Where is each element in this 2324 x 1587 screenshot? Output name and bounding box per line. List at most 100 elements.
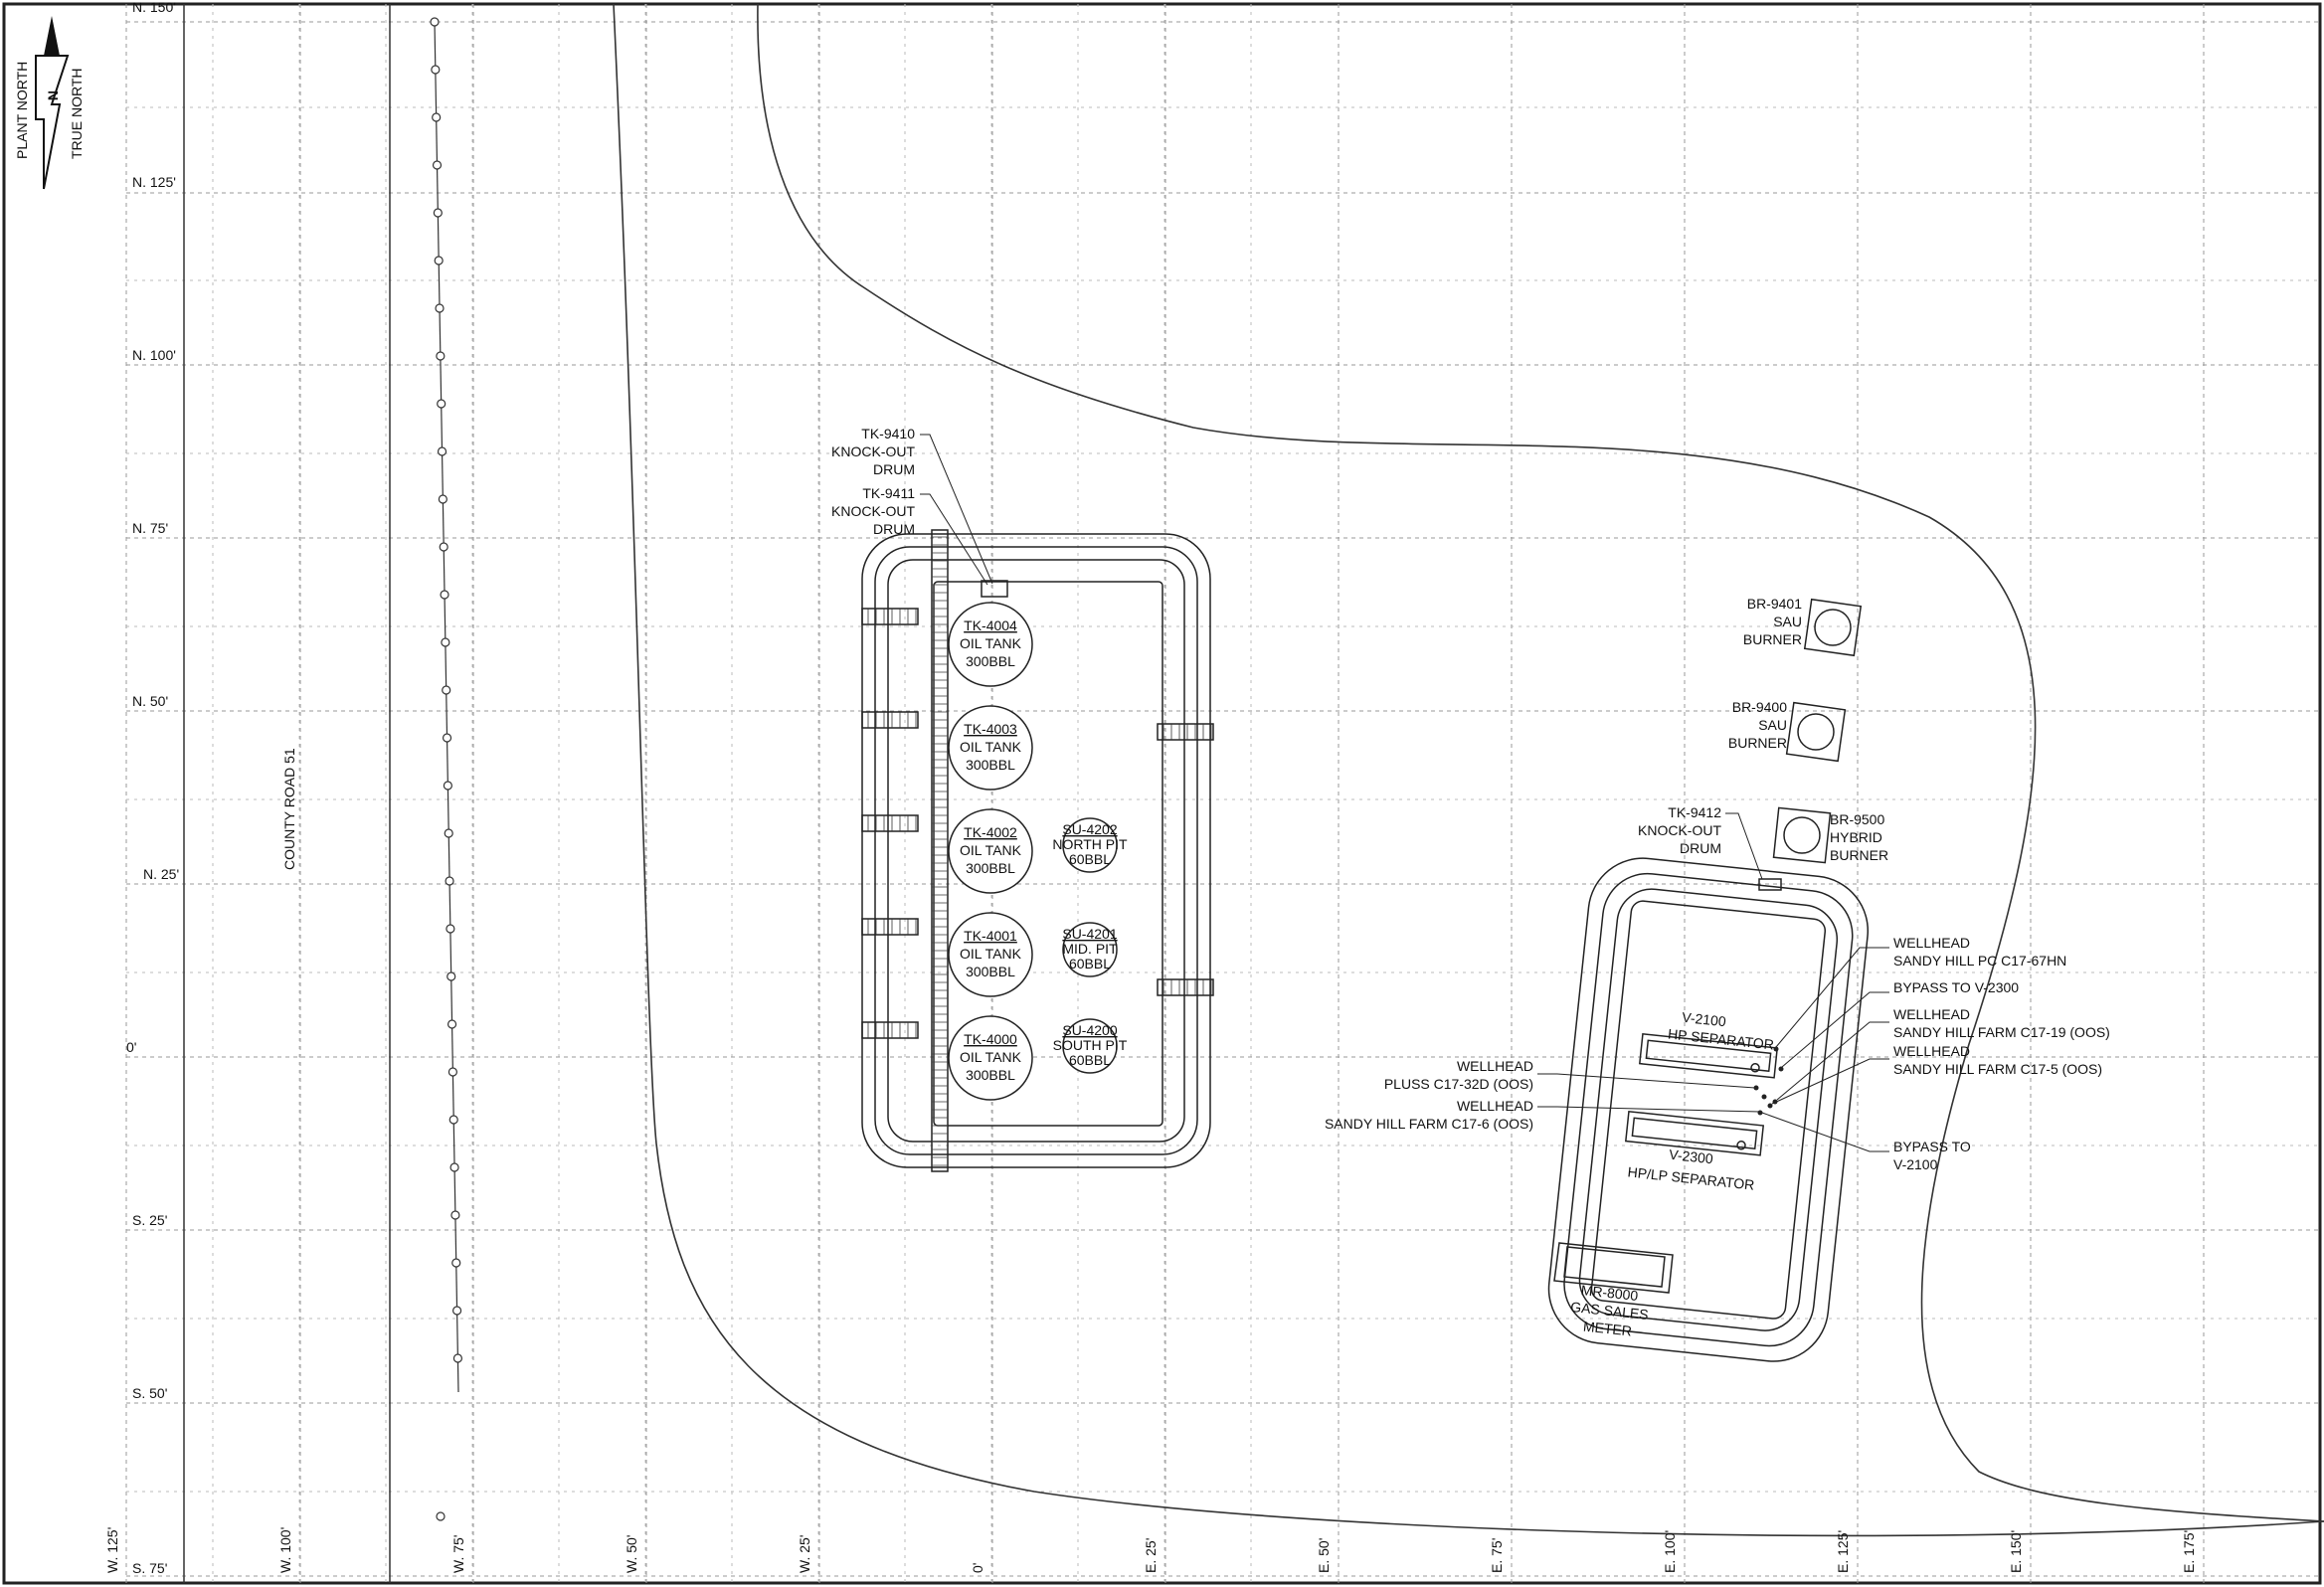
drum-desc2: DRUM: [1680, 840, 1721, 856]
callouts-left: WELLHEAD PLUSS C17-32D (OOS) WELLHEAD SANDY…: [1325, 1058, 1533, 1132]
burner-br9400: [1785, 701, 1847, 763]
burner-tag: BR-9401: [1747, 596, 1802, 612]
knock-out-drum-tk9410: TK-9410 KNOCK-OUT DRUM TK-9411 KNOCK-OUT…: [831, 426, 1008, 598]
callout-leaders: [1537, 947, 1889, 1152]
x-axis-label: E. 175': [2181, 1530, 2197, 1573]
y-axis-label: S. 50': [132, 1385, 167, 1401]
fence-line: [430, 17, 463, 1521]
y-axis-label: N. 150': [132, 0, 176, 15]
north-arrow-icon: N PLANT NORTH TRUE NORTH: [14, 16, 85, 190]
y-axis-label: N. 125': [132, 174, 176, 190]
burner-desc2: BURNER: [1728, 735, 1787, 751]
callout-line2: V-2100: [1893, 1156, 1938, 1172]
x-axis-label: E. 125': [1835, 1530, 1851, 1573]
y-axis-label: S. 25': [132, 1212, 167, 1228]
north-arrow-glyph: N: [45, 90, 61, 100]
tank-tag: TK-4003: [964, 721, 1017, 737]
burner-tag: BR-9500: [1830, 811, 1884, 827]
burner-desc: SAU: [1758, 717, 1787, 733]
burner-desc: HYBRID: [1830, 829, 1882, 845]
x-axis-label: W. 75': [450, 1535, 466, 1573]
tank-capacity: 300BBL: [966, 653, 1015, 669]
tank-tag: TK-4002: [964, 824, 1017, 840]
pit-tag: SU-4202: [1062, 821, 1117, 837]
tank-battery-containment: [861, 533, 1211, 1168]
separator-desc: HP/LP SEPARATOR: [1627, 1163, 1755, 1192]
pit-tag: SU-4201: [1062, 926, 1117, 942]
tank-tag: TK-4001: [964, 928, 1017, 944]
hp-separator-v2100: [1638, 1032, 1779, 1079]
pit-desc: SOUTH PIT: [1053, 1037, 1128, 1053]
tank-desc: OIL TANK: [960, 635, 1022, 651]
property-boundary-left: [613, 3, 2324, 1537]
x-axis-label: W. 100': [277, 1527, 293, 1573]
x-axis-label: W. 50': [624, 1535, 639, 1573]
drum-desc2: DRUM: [873, 461, 915, 477]
burner-br9500: [1772, 806, 1832, 864]
y-axis-label: N. 100': [132, 347, 176, 363]
tank-desc: OIL TANK: [960, 1049, 1022, 1065]
tank-capacity: 300BBL: [966, 1067, 1015, 1083]
x-axis-label: E. 75': [1489, 1538, 1505, 1573]
knock-out-drum-tk9412: [1758, 878, 1782, 891]
pit-desc: MID. PIT: [1062, 941, 1118, 957]
callout-line1: WELLHEAD: [1457, 1058, 1533, 1074]
burner-tag: BR-9400: [1732, 699, 1787, 715]
callout-line1: WELLHEAD: [1893, 1043, 1970, 1059]
drum-desc2: DRUM: [873, 521, 915, 537]
callout-line1: WELLHEAD: [1893, 1006, 1970, 1022]
y-axis-label: 0': [126, 1039, 136, 1055]
property-boundary-right: [757, 3, 2324, 1522]
x-axis-label: 0': [970, 1563, 985, 1573]
hplp-separator-v2300: [1624, 1110, 1765, 1156]
x-axis-label: E. 50': [1316, 1538, 1332, 1573]
separator-tag: V-2100: [1682, 1009, 1727, 1030]
burner-desc2: BURNER: [1743, 631, 1802, 647]
burner-desc2: BURNER: [1830, 847, 1888, 863]
drum-tag: TK-9411: [862, 485, 915, 501]
x-axis-label: E. 150': [2008, 1530, 2024, 1573]
pit-capacity: 60BBL: [1069, 851, 1111, 867]
burner-br9401: [1803, 598, 1863, 657]
pit-desc: NORTH PIT: [1052, 836, 1128, 852]
separator-tag: V-2300: [1669, 1146, 1714, 1167]
pit-capacity: 60BBL: [1069, 956, 1111, 971]
callout-line1: WELLHEAD: [1893, 935, 1970, 951]
callout-line2: PLUSS C17-32D (OOS): [1384, 1076, 1533, 1092]
callout-line2: SANDY HILL FARM C17-5 (OOS): [1893, 1061, 2102, 1077]
burner-desc: SAU: [1773, 614, 1802, 629]
stairs: [861, 608, 1214, 1039]
tank-capacity: 300BBL: [966, 860, 1015, 876]
callout-line1: WELLHEAD: [1457, 1098, 1533, 1114]
drum-desc: KNOCK-OUT: [831, 443, 915, 459]
callout-line2: SANDY HILL FARM C17-19 (OOS): [1893, 1024, 2110, 1040]
tank-desc: OIL TANK: [960, 946, 1022, 962]
meter-tag: MR-8000: [1580, 1282, 1639, 1304]
y-axis-label: S. 75': [132, 1560, 167, 1576]
catwalk: [931, 529, 949, 1172]
separator-containment: [1547, 857, 1870, 1362]
tank-tag: TK-4004: [964, 617, 1017, 633]
y-axis-labels: N. 150'N. 125'N. 100'N. 75'N. 50'N. 25'0…: [126, 0, 179, 1576]
tank-capacity: 300BBL: [966, 964, 1015, 979]
callout-line2: SANDY HILL FARM C17-6 (OOS): [1325, 1116, 1533, 1132]
x-axis-label: W. 125': [104, 1527, 120, 1573]
drum-desc: KNOCK-OUT: [1638, 822, 1721, 838]
meter-desc2: METER: [1582, 1319, 1632, 1339]
drum-desc: KNOCK-OUT: [831, 503, 915, 519]
pit-capacity: 60BBL: [1069, 1052, 1111, 1068]
callout-line2: SANDY HILL PC C17-67HN: [1893, 953, 2066, 969]
tank-desc: OIL TANK: [960, 739, 1022, 755]
